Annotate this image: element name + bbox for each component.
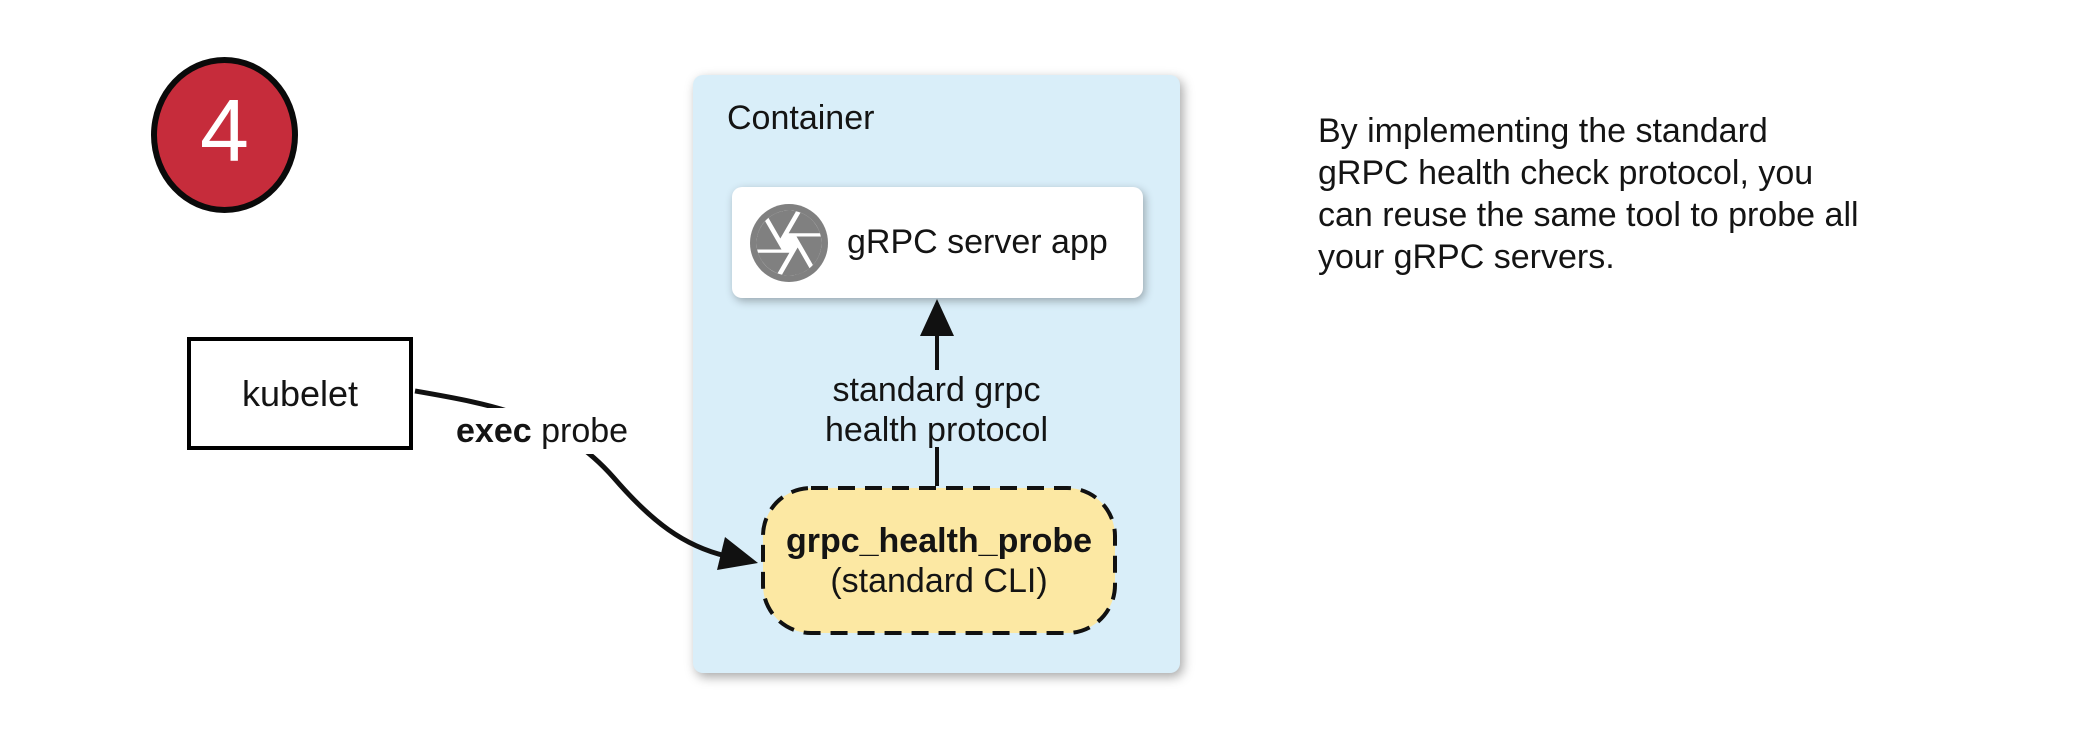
- grpc-health-probe-node: grpc_health_probe (standard CLI): [760, 485, 1118, 636]
- note-line: gRPC health check protocol, you: [1318, 154, 1814, 192]
- health-protocol-line2: health protocol: [824, 411, 1049, 449]
- note-line: can reuse the same tool to probe all: [1318, 196, 1859, 234]
- grpc-server-node: gRPC server app: [732, 187, 1143, 298]
- health-protocol-edge-label: standard grpc health protocol: [693, 370, 1180, 450]
- aperture-icon-blades: [756, 210, 822, 275]
- exec-probe-label-rest: probe: [531, 412, 629, 450]
- health-protocol-line1: standard grpc: [832, 371, 1041, 409]
- note-paragraph: By implementing the standard gRPC health…: [1318, 110, 1859, 278]
- step-number: 4: [200, 81, 249, 180]
- probe-subtitle: (standard CLI): [830, 561, 1048, 600]
- container-title: Container: [727, 99, 875, 137]
- container-node: Container gRPC server app standard grpc …: [693, 75, 1180, 673]
- exec-probe-edge-label: exec probe: [448, 408, 637, 454]
- note-line: your gRPC servers.: [1318, 238, 1615, 276]
- kubelet-label: kubelet: [241, 372, 359, 414]
- note-line: By implementing the standard: [1318, 112, 1768, 150]
- probe-box-rect: [761, 486, 1117, 635]
- step-badge: 4: [151, 57, 298, 213]
- probe-box-outline: [761, 486, 1117, 635]
- grpc-server-label: gRPC server app: [847, 223, 1108, 261]
- kubelet-node: kubelet: [187, 337, 413, 450]
- aperture-icon: [750, 203, 828, 282]
- exec-probe-label-bold: exec: [456, 412, 532, 450]
- probe-title: grpc_health_probe: [785, 521, 1093, 560]
